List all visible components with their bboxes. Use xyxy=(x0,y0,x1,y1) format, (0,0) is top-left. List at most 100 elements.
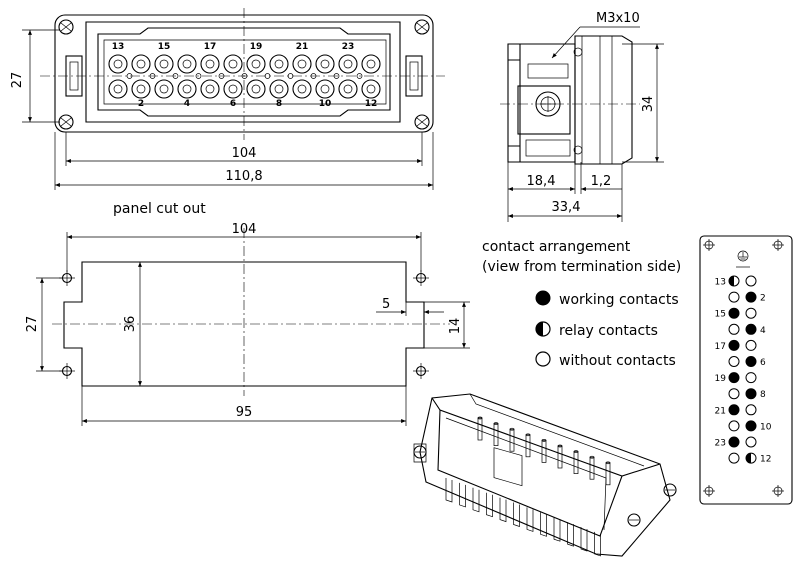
side-insert-outline xyxy=(574,35,633,165)
pin-number-21: 21 xyxy=(296,42,309,52)
front-pin xyxy=(223,79,243,99)
pin-number-12: 12 xyxy=(365,99,378,109)
legend-without-label: without contacts xyxy=(559,353,676,369)
legend-empty-symbol xyxy=(535,351,551,367)
cutout-dim-inner-height: 36 xyxy=(123,316,138,333)
front-insert-outline xyxy=(85,21,401,123)
front-dim-height: 27 xyxy=(10,72,25,89)
front-top-pin-numbers: 13 15 17 19 21 23 xyxy=(112,42,355,52)
contact-empty xyxy=(728,388,740,400)
fin xyxy=(445,478,453,503)
connector-fins xyxy=(445,478,601,557)
legend-relay-label: relay contacts xyxy=(559,323,658,339)
coding-hole xyxy=(333,73,340,79)
front-pin xyxy=(338,79,358,99)
pin-number-10: 10 xyxy=(319,99,332,109)
contact-left-number: 15 xyxy=(715,310,726,320)
side-dim-flange: 1,2 xyxy=(591,174,612,189)
pin-number-6: 6 xyxy=(230,99,236,109)
pin-number-4: 4 xyxy=(184,99,190,109)
pin-number-23: 23 xyxy=(342,42,355,52)
panel-screw-tl xyxy=(703,239,715,251)
front-pin xyxy=(315,54,335,74)
fin xyxy=(594,531,601,557)
cutout-dim-tab-width: 5 xyxy=(382,297,390,312)
contact-row: 15 xyxy=(715,307,757,320)
contact-right-number: 6 xyxy=(760,358,766,368)
contact-right-number: 4 xyxy=(760,326,766,336)
front-pin xyxy=(131,79,151,99)
front-pin xyxy=(269,79,289,99)
fin xyxy=(499,497,507,523)
panel-cutout-title: panel cut out xyxy=(113,201,206,217)
contact-row: 8 xyxy=(728,388,766,400)
contact-filled xyxy=(728,436,740,448)
contact-left-number: 13 xyxy=(715,278,726,288)
legend-without-contacts: without contacts xyxy=(535,351,676,369)
coding-hole xyxy=(195,73,202,79)
front-pin xyxy=(177,54,197,74)
contact-filled xyxy=(745,323,757,335)
front-pin xyxy=(223,54,243,74)
front-pin xyxy=(292,79,312,99)
front-pin xyxy=(315,79,335,99)
legend-working-label: working contacts xyxy=(559,292,679,308)
connector-screw-left xyxy=(413,443,427,463)
contact-half xyxy=(745,452,757,464)
front-dim-outer-width: 110,8 xyxy=(225,169,262,184)
connector-screw-bottom xyxy=(627,513,641,527)
panel-screw-br xyxy=(772,485,784,497)
coding-hole xyxy=(241,73,248,79)
contact-filled xyxy=(728,372,740,384)
contact-row: 2 xyxy=(728,291,766,304)
iso-pin xyxy=(525,434,531,458)
iso-pin xyxy=(509,428,515,452)
fin xyxy=(486,492,493,518)
contact-right-number: 2 xyxy=(760,294,766,304)
pin-number-17: 17 xyxy=(204,42,217,52)
front-pin xyxy=(131,54,151,74)
side-screw-label: M3x10 xyxy=(596,11,640,26)
mount-hole-br xyxy=(413,363,429,379)
contact-row: 4 xyxy=(728,323,766,336)
front-pin xyxy=(177,79,197,99)
fin xyxy=(526,507,534,532)
front-pin xyxy=(338,54,358,74)
cutout-dim-left-height: 27 xyxy=(25,316,40,333)
front-bottom-pin-numbers: 2 4 6 8 10 12 xyxy=(138,99,377,109)
side-dim-body: 18,4 xyxy=(527,174,556,189)
front-pin xyxy=(200,54,220,74)
coding-hole xyxy=(310,73,317,79)
pin-number-13: 13 xyxy=(112,42,125,52)
front-pin xyxy=(246,79,266,99)
contact-row: 23 xyxy=(715,436,757,449)
pin-number-2: 2 xyxy=(138,99,144,109)
pin-number-19: 19 xyxy=(250,42,263,52)
front-pin xyxy=(361,79,381,99)
contact-arrangement-subtitle: (view from termination side) xyxy=(482,259,681,275)
legend-filled-symbol xyxy=(535,290,551,306)
coding-hole xyxy=(218,73,225,79)
corner-screw-br xyxy=(414,114,430,130)
front-pin xyxy=(269,54,289,74)
ground-icon xyxy=(736,250,750,268)
fin xyxy=(459,482,466,508)
corner-screw-tr xyxy=(414,19,430,35)
front-pin xyxy=(200,79,220,99)
contact-left-number: 21 xyxy=(715,406,726,416)
contact-filled xyxy=(728,339,740,351)
iso-pin xyxy=(477,417,483,441)
contact-right-number: 12 xyxy=(760,455,771,465)
fin xyxy=(513,502,520,527)
contact-right-number: 8 xyxy=(760,390,766,400)
front-pin xyxy=(154,54,174,74)
contact-empty xyxy=(728,291,740,303)
coding-hole xyxy=(172,73,179,79)
side-dim-height: 34 xyxy=(641,96,656,113)
fin xyxy=(540,512,547,537)
contact-row: 12 xyxy=(728,452,771,465)
iso-pin xyxy=(493,423,499,446)
